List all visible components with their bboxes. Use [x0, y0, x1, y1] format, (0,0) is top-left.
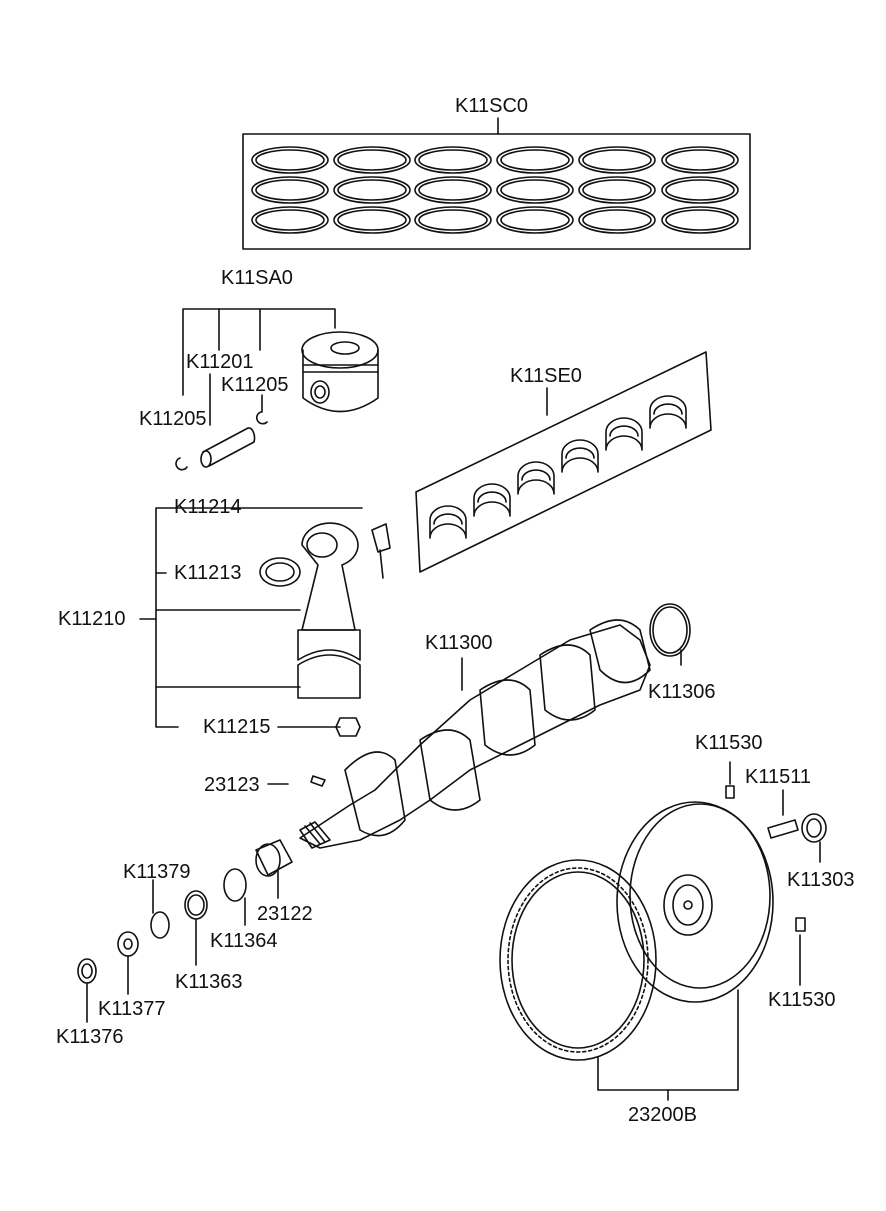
label-k11sa0: K11SA0: [221, 267, 293, 289]
label-k11530-lower: K11530: [768, 989, 836, 1011]
crankshaft: [267, 603, 691, 849]
label-k11210: K11210: [58, 608, 126, 630]
label-k11sc0: K11SC0: [455, 95, 529, 117]
label-k11530-upper: K11530: [695, 732, 763, 754]
label-23123: 23123: [204, 774, 260, 796]
bearing-set: [415, 351, 712, 573]
label-k11201: K11201: [186, 351, 254, 373]
label-k11376: K11376: [56, 1026, 124, 1048]
label-k11364: K11364: [210, 930, 278, 952]
label-k11306: K11306: [648, 681, 716, 703]
label-k11377: K11377: [98, 998, 166, 1020]
label-23122: 23122: [257, 903, 313, 925]
label-k11214: K11214: [174, 496, 242, 518]
label-k11205-lower: K11205: [139, 408, 207, 430]
label-k11215: K11215: [203, 716, 271, 738]
piston-assembly: [175, 308, 379, 471]
piston-ring-set: [242, 117, 751, 250]
label-k11303: K11303: [787, 869, 855, 891]
label-k11379: K11379: [123, 861, 191, 883]
label-k11511: K11511: [745, 766, 811, 788]
label-k11213: K11213: [174, 562, 242, 584]
front-small-parts: [77, 839, 293, 1023]
label-k11300: K11300: [425, 632, 493, 654]
flywheel-assembly: [499, 761, 827, 1101]
connecting-rod: [139, 507, 391, 737]
label-k11363: K11363: [175, 971, 243, 993]
label-k11se0: K11SE0: [510, 365, 582, 387]
label-23200b: 23200B: [628, 1104, 697, 1126]
label-k11205-upper: K11205: [221, 374, 289, 396]
